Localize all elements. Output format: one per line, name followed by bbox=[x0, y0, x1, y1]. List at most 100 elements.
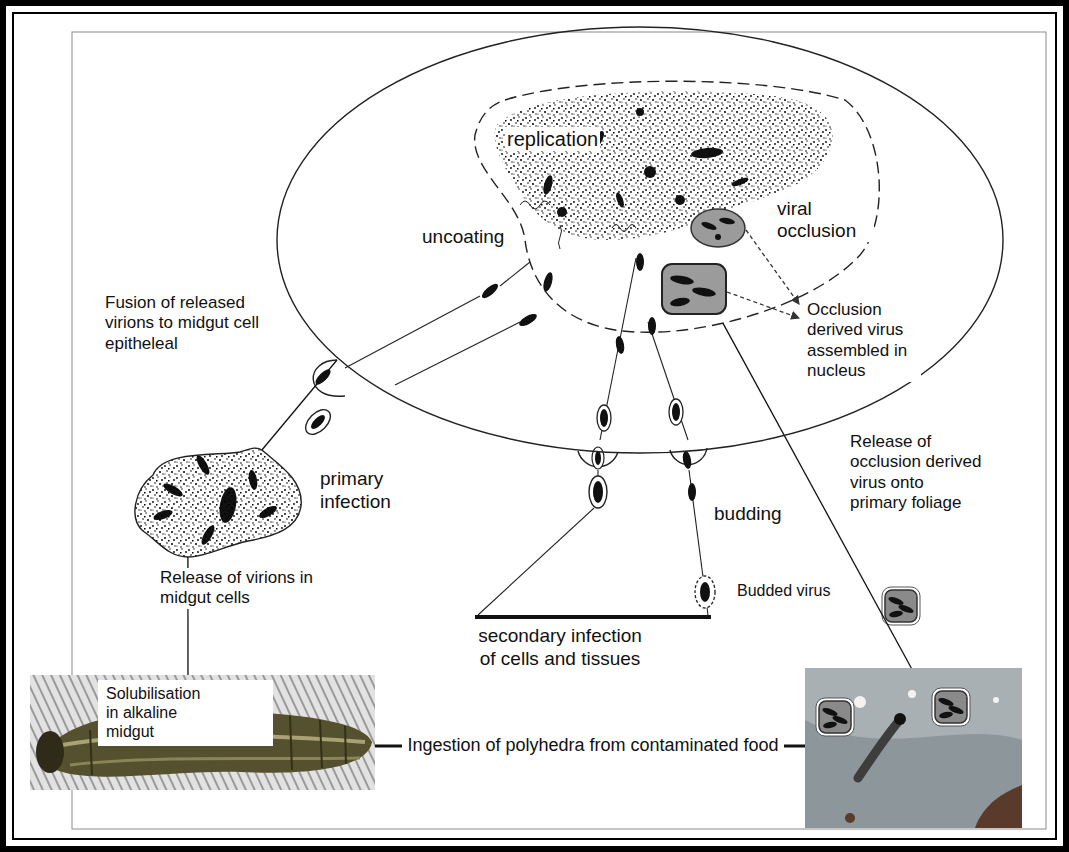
occlusion-body bbox=[719, 217, 736, 226]
entry-pathway bbox=[517, 312, 538, 329]
leaf-photo bbox=[805, 668, 1022, 740]
polyhedra-icon bbox=[889, 610, 904, 618]
stage-label: viral occlusion bbox=[775, 198, 874, 242]
cell-outline bbox=[277, 27, 1003, 453]
budding-pathway bbox=[475, 615, 711, 619]
virion bbox=[636, 108, 644, 116]
edge-label: Ingestion of polyhedra from contaminated… bbox=[402, 735, 783, 757]
entry-pathway bbox=[395, 322, 520, 385]
leaf-photo bbox=[932, 688, 970, 726]
entry-pathway bbox=[309, 413, 327, 431]
budding-pathway bbox=[700, 582, 710, 602]
entry-pathway bbox=[301, 405, 335, 439]
entry-pathway bbox=[480, 282, 500, 301]
infection-blob: primary infection bbox=[128, 440, 308, 560]
polyhedra-icon bbox=[882, 587, 920, 625]
leaf-photo bbox=[816, 698, 854, 736]
photo-panel: Release of occlusion derived virus onto … bbox=[805, 668, 1022, 828]
virion bbox=[731, 176, 750, 188]
budding-pathway bbox=[597, 405, 611, 431]
infection-blob bbox=[135, 448, 301, 557]
occlusion-body bbox=[715, 234, 721, 240]
leaf-photo bbox=[858, 722, 898, 778]
nucleus-stipple bbox=[559, 225, 562, 249]
nucleus-stipple bbox=[612, 225, 636, 232]
entry-pathway bbox=[542, 271, 555, 292]
cell-outline: uncoating replication viral occlusion bbox=[275, 25, 1005, 455]
stage-label: primary infection bbox=[318, 468, 407, 514]
leaf-photo bbox=[854, 696, 866, 708]
page-frame bbox=[3, 3, 1066, 849]
leaf-photo bbox=[816, 698, 854, 736]
budding-pathway bbox=[669, 399, 683, 425]
budding-pathway bbox=[636, 253, 644, 271]
polyhedra-icon bbox=[882, 587, 920, 625]
occlusion-body bbox=[662, 209, 745, 314]
caterpillar-photo bbox=[345, 726, 346, 764]
caterpillar-photo bbox=[36, 731, 64, 773]
budding-pathway bbox=[475, 253, 715, 617]
budding-pathway bbox=[593, 481, 603, 503]
entry-pathway bbox=[345, 296, 480, 368]
virion bbox=[542, 108, 750, 217]
connector-line bbox=[262, 360, 337, 450]
leaf-photo bbox=[805, 668, 1022, 828]
stage-label: uncoating bbox=[420, 226, 506, 249]
leaf-photo bbox=[845, 813, 855, 823]
polyhedra-icon bbox=[885, 590, 917, 622]
leaf-photo bbox=[908, 690, 916, 698]
occlusion-body bbox=[669, 274, 694, 286]
edge-label: Fusion of released virions to midgut cel… bbox=[103, 293, 267, 354]
entry-pathway bbox=[313, 360, 345, 396]
caterpillar-photo bbox=[70, 758, 360, 765]
budding-pathway bbox=[600, 258, 636, 440]
leaf-photo bbox=[819, 701, 851, 733]
leaf-photo bbox=[823, 721, 838, 729]
nucleus-stipple bbox=[520, 201, 550, 209]
virion bbox=[614, 191, 625, 208]
budding-pathway bbox=[688, 483, 696, 501]
occlusion-body bbox=[662, 264, 726, 314]
budding-pathway bbox=[695, 576, 715, 608]
caterpillar-photo bbox=[320, 720, 322, 768]
budding-pathway bbox=[595, 451, 601, 465]
budding-pathway bbox=[672, 403, 680, 421]
caterpillar-photo bbox=[90, 730, 92, 775]
page-frame bbox=[3, 3, 1066, 849]
leaf-photo bbox=[821, 706, 838, 717]
edge-label: Release of virions in midgut cells bbox=[158, 568, 340, 609]
budding-pathway bbox=[589, 476, 607, 508]
pointer-arrow bbox=[727, 230, 799, 318]
occlusion-body bbox=[691, 286, 716, 298]
virion bbox=[557, 207, 567, 217]
leaf-photo bbox=[894, 713, 906, 725]
stage-label: replication bbox=[505, 127, 600, 151]
budding-pathway bbox=[478, 508, 594, 615]
photo-panel: Solubilisation in alkaline midgut bbox=[30, 675, 375, 790]
nucleus-outline bbox=[475, 81, 880, 332]
photo-caption: Solubilisation in alkaline midgut bbox=[98, 680, 273, 746]
polyhedra-icon bbox=[887, 595, 904, 606]
cell-outline bbox=[275, 25, 1005, 455]
leaf-photo bbox=[805, 668, 1022, 828]
virion bbox=[691, 147, 724, 160]
entry-pathway bbox=[500, 262, 530, 286]
callout-note: Occlusion derived virus assembled in nuc… bbox=[805, 300, 921, 382]
pointer-arrow bbox=[727, 292, 799, 318]
leaf-photo bbox=[993, 697, 999, 703]
leaf-photo bbox=[932, 688, 970, 726]
budding-pathway bbox=[681, 450, 692, 469]
leaf-photo bbox=[937, 696, 954, 707]
leaf-photo bbox=[939, 711, 954, 719]
budding-pathway bbox=[578, 451, 618, 467]
caterpillar-photo bbox=[290, 716, 292, 770]
virion bbox=[542, 174, 555, 195]
leaf-photo bbox=[975, 785, 1022, 828]
occlusion-body bbox=[669, 296, 690, 307]
occlusion-body bbox=[700, 220, 717, 231]
budding-pathway bbox=[648, 322, 688, 440]
virion bbox=[644, 166, 656, 178]
occlusion-body bbox=[691, 209, 745, 247]
budding-pathway bbox=[600, 409, 608, 427]
